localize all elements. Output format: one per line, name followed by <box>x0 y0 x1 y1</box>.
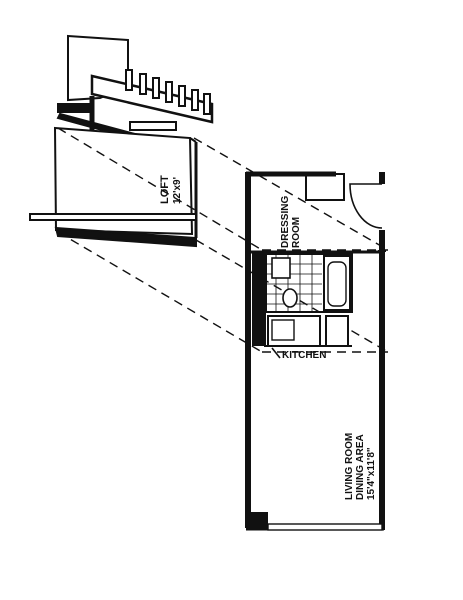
dressing-room-label: DRESSING ROOM <box>280 196 302 248</box>
kitchen-label: KITCHEN <box>282 350 326 361</box>
loft-upper-slab <box>57 103 93 113</box>
baluster <box>125 69 133 91</box>
living-room-label: LIVING ROOM DINING AREA 15'4"x11'8" <box>344 433 377 500</box>
kitchen-sink <box>271 319 295 341</box>
dressing-line2: ROOM <box>291 217 302 248</box>
closet <box>305 173 345 201</box>
loft-size: 12'x9' <box>172 177 183 204</box>
kitchen-pointer <box>271 347 281 359</box>
living-size: 15'4"x11'8" <box>366 447 377 500</box>
baluster <box>178 85 186 107</box>
window-bottom <box>267 523 383 531</box>
dashed-line <box>57 231 263 353</box>
bathroom <box>265 253 353 313</box>
dashed-line <box>57 127 263 251</box>
entry-door-swing <box>349 183 383 229</box>
kitchen-stove <box>325 315 349 347</box>
living-line2: DINING AREA <box>355 434 366 500</box>
loft-upper-slab-side <box>129 121 177 131</box>
dressing-line1: DRESSING <box>280 196 291 248</box>
loft-label: LOFT 12'x9' <box>159 175 183 204</box>
loft-isometric <box>29 34 214 248</box>
baluster <box>165 81 173 103</box>
loft-room-box <box>53 126 194 236</box>
baluster <box>203 93 211 115</box>
loft-floor-slab <box>29 213 197 221</box>
loft-box-right <box>189 137 197 143</box>
dashed-line <box>193 137 389 251</box>
bathroom-sink <box>271 257 291 279</box>
kitchen-dark-wall <box>252 312 266 346</box>
baluster <box>191 89 199 111</box>
living-line1: LIVING ROOM <box>344 433 355 500</box>
toilet <box>282 288 298 308</box>
corner-post <box>248 512 268 530</box>
bathroom-dark-wall <box>252 252 266 312</box>
loft-name: LOFT <box>159 175 171 204</box>
bathtub-inner <box>327 261 347 307</box>
baluster <box>152 77 160 99</box>
apartment-plan <box>245 171 386 531</box>
loft-floor-front <box>54 226 197 248</box>
wall-right-sill <box>378 250 386 252</box>
baluster <box>139 73 147 95</box>
